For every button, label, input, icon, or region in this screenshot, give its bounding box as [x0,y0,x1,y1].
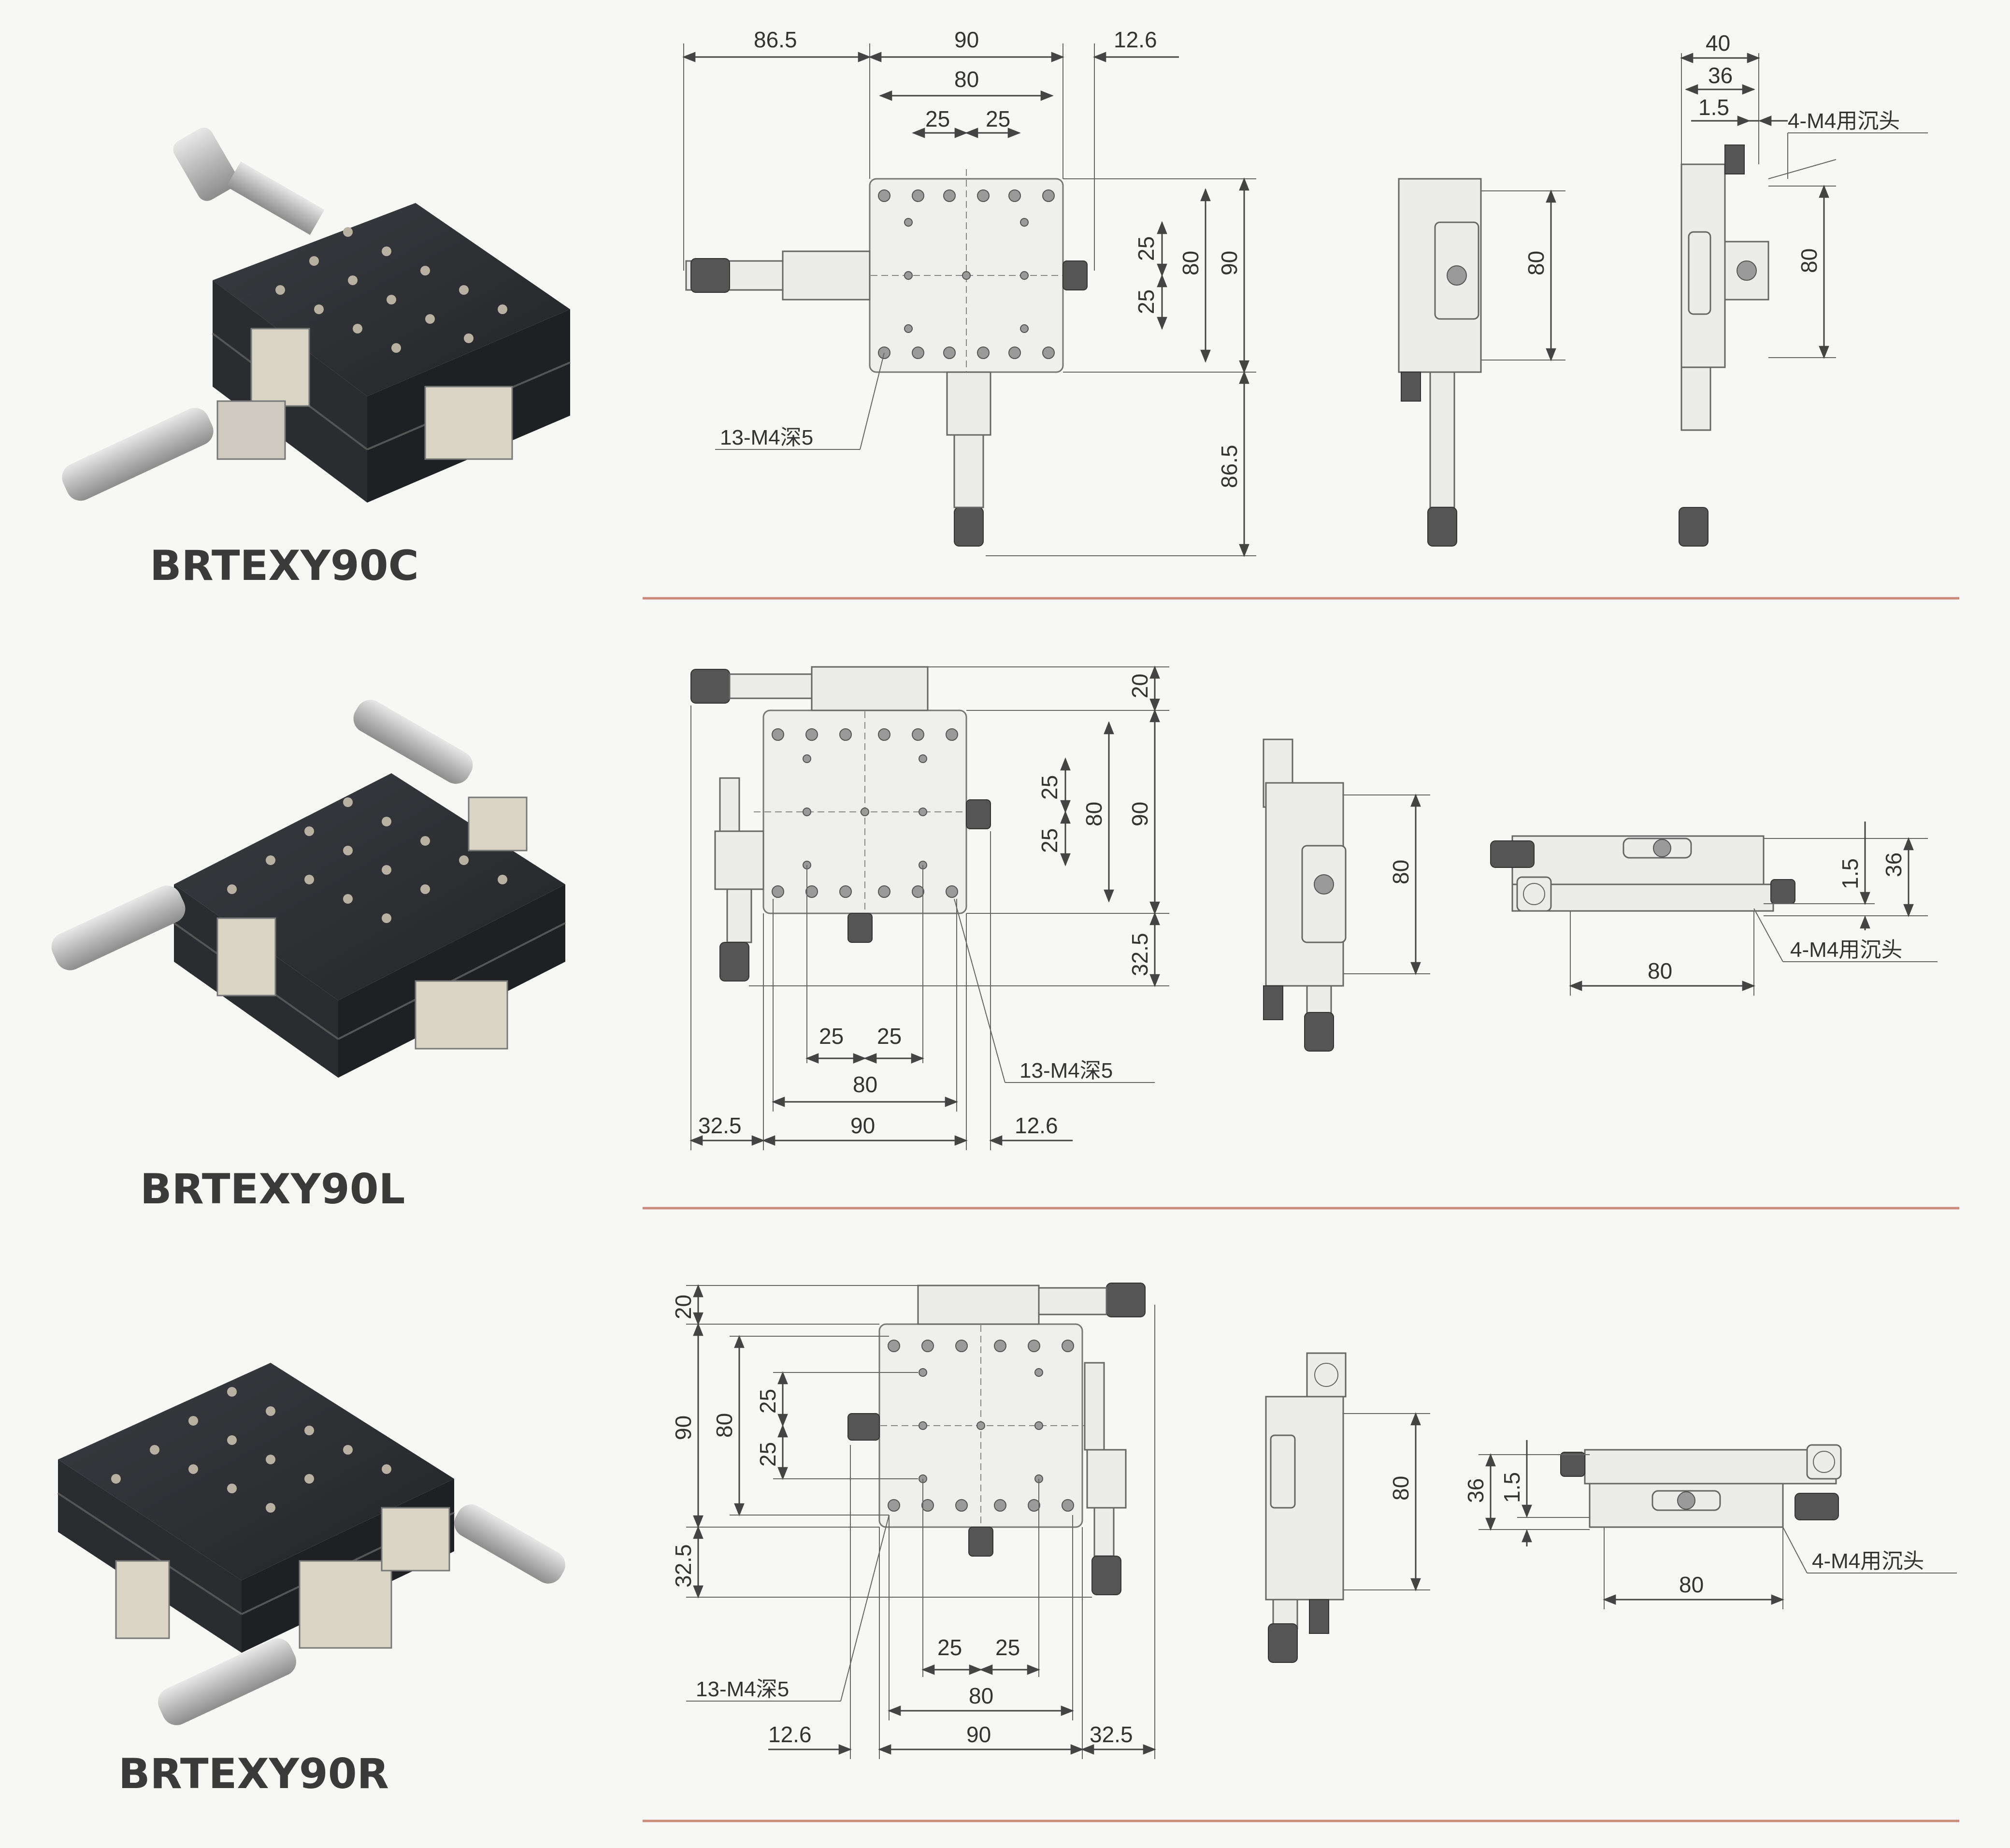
dim-h-pitch-b: 25 [995,1635,1020,1660]
dim-end-80: 80 [1796,248,1822,273]
product-photo-brtexy90c [62,128,571,503]
side-view-drawing: 80 [1398,178,1565,547]
dim-width-inner: 80 [969,1683,993,1708]
dim-h-pitch-b: 25 [877,1024,902,1049]
dim-pitch-a: 25 [925,106,950,131]
counterbore-note: 4-M4用沉头 [1790,938,1902,962]
dim-width-outer: 90 [966,1722,991,1747]
model-label: BRTEXY90L [140,1165,405,1213]
dim-height-outer: 90 [1217,251,1242,275]
dim-side-80: 80 [1388,1476,1413,1501]
top-view-drawing: 86.5 90 12.6 80 25 25 90 80 25 25 86.5 1… [682,27,1256,557]
dim-pitch-a: 25 [1037,775,1062,800]
dim-end-80: 80 [1648,958,1672,983]
dim-h-pitch-a: 25 [937,1635,962,1660]
dim-end-1-5: 1.5 [1698,95,1729,120]
dim-pitch-a: 25 [755,1389,780,1414]
dim-left-ext: 12.6 [768,1722,812,1747]
top-view-drawing: 20 90 32.5 80 25 25 25 25 80 32.5 90 12.… [689,665,1169,1150]
top-view-drawing: 20 90 32.5 80 25 25 25 25 80 12.6 90 32.… [671,1283,1156,1759]
side-view-drawing: 80 [1265,1352,1430,1663]
dim-side-80: 80 [1523,251,1549,275]
dim-bottom-ext: 86.5 [1217,445,1242,488]
dim-end-1-5: 1.5 [1499,1472,1524,1503]
dim-height-inner: 80 [712,1413,737,1438]
dim-top-ext: 20 [671,1295,696,1319]
counterbore-note: 4-M4用沉头 [1812,1549,1924,1573]
end-view-drawing: 36 1.5 80 4-M4用沉头 [1463,1440,1957,1609]
dim-end-36: 36 [1708,63,1733,88]
dim-width-outer: 90 [850,1113,875,1138]
dim-height-inner: 80 [1178,251,1203,275]
counterbore-note: 4-M4用沉头 [1788,109,1900,133]
dim-left-ext: 86.5 [754,27,797,52]
dim-right-ext: 12.6 [1015,1113,1058,1138]
dim-left-ext: 32.5 [698,1113,742,1138]
dim-width-inner: 80 [853,1072,877,1097]
dim-height-inner: 80 [1081,802,1106,826]
dim-end-40: 40 [1706,30,1730,56]
product-photo-brtexy90l [51,700,566,1078]
side-view-drawing: 80 [1263,738,1430,1052]
dim-v-pitch-b: 25 [1134,289,1159,314]
dim-height-outer: 90 [1127,802,1152,826]
end-view-drawing: 36 1.5 80 4-M4用沉头 [1490,822,1938,996]
dim-right-ext: 12.6 [1114,27,1157,52]
dim-width-outer: 90 [954,27,979,52]
end-view-drawing: 40 36 1.5 4-M4用沉头 80 [1679,30,1928,547]
dim-right-ext: 32.5 [1090,1722,1133,1747]
dim-h-pitch-a: 25 [819,1024,844,1049]
dim-height-outer: 90 [671,1415,696,1440]
dim-width-inner: 80 [954,67,979,92]
dim-pitch-b: 25 [986,106,1010,131]
model-label: BRTEXY90C [150,542,419,590]
dim-end-1-5: 1.5 [1838,858,1863,889]
dim-end-36: 36 [1881,852,1906,877]
dim-pitch-b: 25 [1037,828,1062,853]
dim-bottom-ext: 32.5 [671,1544,696,1588]
hole-note: 13-M4深5 [696,1677,789,1701]
product-photo-brtexy90r [57,1363,565,1725]
model-label: BRTEXY90R [118,1750,389,1798]
dim-end-36: 36 [1463,1478,1488,1503]
dim-top-ext: 20 [1127,674,1152,698]
dim-side-80: 80 [1388,860,1413,884]
hole-note: 13-M4深5 [1019,1059,1113,1083]
dim-bottom-ext: 32.5 [1127,933,1152,976]
hole-note: 13-M4深5 [720,426,813,449]
dim-v-pitch-a: 25 [1134,236,1159,261]
dim-end-80: 80 [1679,1572,1704,1597]
dim-pitch-b: 25 [755,1442,780,1467]
